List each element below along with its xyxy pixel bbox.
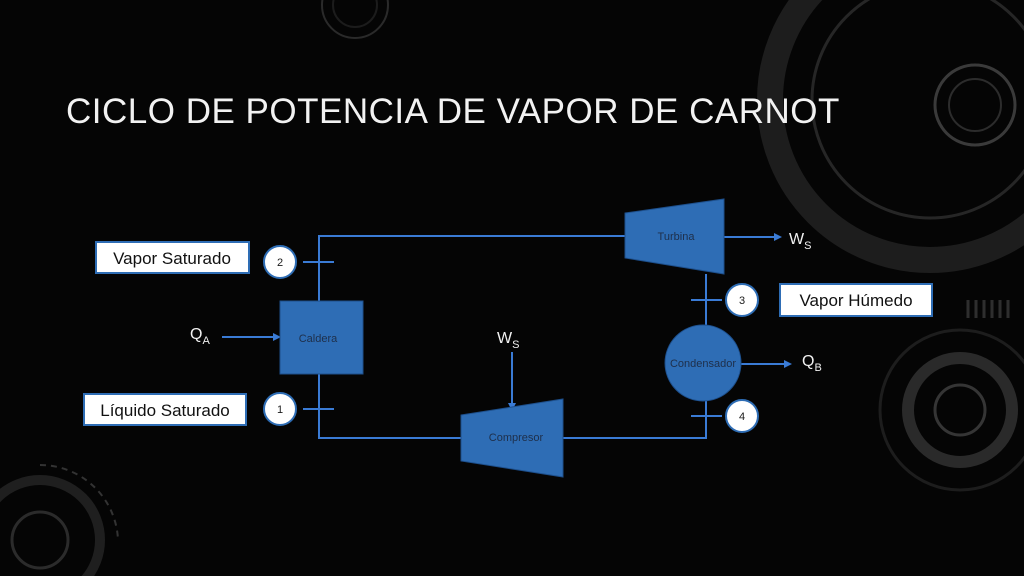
slide-title: CICLO DE POTENCIA DE VAPOR DE CARNOT: [66, 92, 840, 131]
state-4-number: 4: [739, 411, 745, 423]
state-1-description: Líquido Saturado: [100, 401, 230, 420]
condensador-label: Condensador: [670, 358, 736, 370]
state-3-description: Vapor Húmedo: [799, 291, 912, 310]
pipe-condensador-to-compresor: [563, 398, 707, 439]
heat-out-symbol: QB: [802, 353, 822, 374]
compresor-label: Compresor: [489, 432, 544, 444]
turbina-label: Turbina: [658, 231, 696, 243]
state-2-description: Vapor Saturado: [113, 249, 231, 268]
state-1-marker: 1: [263, 392, 297, 426]
compressor-work-symbol: WS: [497, 330, 519, 351]
state-2-marker: 2: [263, 245, 297, 279]
heat-in-symbol: QA: [190, 326, 210, 347]
caldera-label: Caldera: [299, 333, 338, 345]
condensador-block: Condensador: [664, 324, 742, 402]
state-4-marker: 4: [725, 399, 759, 433]
pipe-compresor-to-caldera: [318, 374, 461, 439]
state-3-number: 3: [739, 295, 745, 307]
state-3-callout: Vapor Húmedo: [779, 283, 933, 317]
compresor-block: Compresor: [460, 398, 564, 478]
state-3-marker: 3: [725, 283, 759, 317]
turbine-work-symbol: WS: [789, 231, 811, 252]
state-2-callout: Vapor Saturado: [95, 241, 250, 274]
pipe-caldera-to-turbina: [318, 235, 625, 301]
state-2-number: 2: [277, 257, 283, 269]
state-1-callout: Líquido Saturado: [83, 393, 247, 426]
state-1-number: 1: [277, 404, 283, 416]
caldera-block: Caldera: [279, 300, 364, 375]
turbina-block: Turbina: [624, 198, 725, 275]
